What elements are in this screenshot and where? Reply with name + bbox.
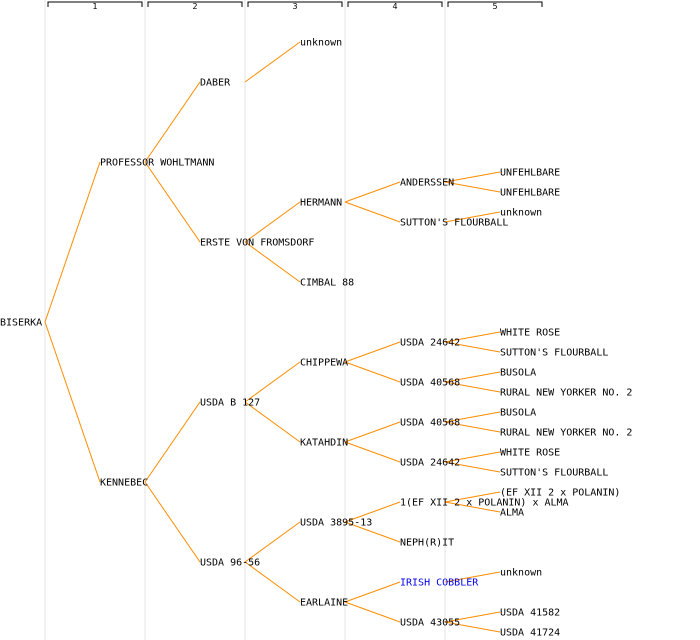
generation-header: 1 (92, 2, 97, 11)
tree-edge (344, 341, 401, 363)
ancestor-label: USDA 41724 (500, 628, 560, 639)
tree-edge (444, 421, 501, 433)
tree-edge (444, 211, 501, 223)
ancestor-label: USDA 3895-13 (300, 518, 372, 529)
tree-edge (444, 501, 501, 513)
ancestor-label: RURAL NEW YORKER NO. 2 (500, 388, 632, 399)
ancestor-label: ANDERSSEN (400, 178, 454, 189)
tree-edge (344, 441, 401, 463)
ancestor-label: unknown (500, 208, 542, 219)
tree-edge (144, 81, 201, 163)
tree-edge (444, 381, 501, 393)
ancestor-label: WHITE ROSE (500, 328, 560, 339)
ancestor-label: ALMA (500, 508, 524, 519)
tree-edge (144, 401, 201, 483)
tree-edges (44, 41, 501, 633)
tree-edge (344, 521, 401, 543)
ancestor-label: USDA 41582 (500, 608, 560, 619)
ancestor-label: 1(EF XII 2 x POLANIN) x ALMA (400, 498, 569, 509)
tree-edge (344, 421, 401, 443)
tree-edge (444, 571, 501, 583)
tree-labels: unknownDABERUNFEHLBAREUNFEHLBAREANDERSSE… (0, 38, 632, 639)
generation-headers: 1 2 3 4 5 (47, 1, 543, 11)
tree-edge (444, 371, 501, 383)
tree-edge (344, 581, 401, 603)
ancestor-label: NEPH(R)IT (400, 538, 454, 549)
ancestor-label: CIMBAL 88 (300, 278, 354, 289)
tree-edge (244, 401, 301, 443)
generation-header: 2 (192, 2, 197, 11)
tree-edge (444, 331, 501, 343)
ancestor-label: unknown (300, 38, 342, 49)
tree-edge (144, 481, 201, 563)
tree-edge (244, 41, 301, 83)
tree-edge (444, 411, 501, 423)
tree-edge (444, 341, 501, 353)
tree-edge (244, 561, 301, 603)
ancestor-label: ERSTE VON FROMSDORF (200, 238, 314, 249)
ancestor-label: BUSOLA (500, 408, 536, 419)
tree-edge (444, 611, 501, 623)
tree-edge (244, 521, 301, 563)
generation-header: 4 (392, 2, 397, 11)
ancestor-label: unknown (500, 568, 542, 579)
ancestor-label: SUTTON'S FLOURBALL (500, 348, 608, 359)
tree-edge (244, 361, 301, 403)
tree-edge (444, 171, 501, 183)
ancestor-label: UNFEHLBARE (500, 188, 560, 199)
ancestor-label: DABER (200, 78, 231, 89)
tree-edge (344, 501, 401, 523)
tree-edge (344, 361, 401, 383)
generation-bracket (147, 1, 243, 7)
tree-edge (444, 491, 501, 503)
ancestor-label: WHITE ROSE (500, 448, 560, 459)
ancestor-label: USDA 24642 (400, 338, 460, 349)
tree-edge (44, 161, 101, 323)
tree-edge (444, 451, 501, 463)
ancestor-label: UNFEHLBARE (500, 168, 560, 179)
tree-edge (344, 201, 401, 223)
generation-header: 5 (492, 2, 497, 11)
ancestor-label: CHIPPEWA (300, 358, 348, 369)
ancestor-label: USDA 96-56 (200, 558, 260, 569)
tree-edge (444, 461, 501, 473)
tree-edge (444, 181, 501, 193)
ancestor-label: KENNEBEC (100, 478, 148, 489)
ancestor-label: (EF XII 2 x POLANIN) (500, 488, 620, 499)
tree-edge (344, 181, 401, 203)
generation-bracket (247, 1, 343, 7)
generation-bracket (47, 1, 143, 7)
generation-bracket (347, 1, 443, 7)
ancestor-label: SUTTON'S FLOURBALL (400, 218, 508, 229)
ancestor-label: USDA 40568 (400, 418, 460, 429)
column-separators (44, 0, 446, 640)
ancestor-label: BISERKA (0, 318, 42, 329)
ancestor-label: EARLAINE (300, 598, 348, 609)
ancestor-label: PROFESSOR WOHLTMANN (100, 158, 214, 169)
tree-edge (244, 241, 301, 283)
ancestor-label: KATAHDIN (300, 438, 348, 449)
ancestor-label: RURAL NEW YORKER NO. 2 (500, 428, 632, 439)
ancestor-label: USDA 24642 (400, 458, 460, 469)
tree-edge (44, 321, 101, 483)
tree-edge (244, 201, 301, 243)
ancestor-label: USDA 40568 (400, 378, 460, 389)
ancestor-link[interactable]: IRISH COBBLER (400, 578, 479, 589)
ancestor-label: SUTTON'S FLOURBALL (500, 468, 608, 479)
ancestor-label: BUSOLA (500, 368, 536, 379)
ancestor-label: HERMANN (300, 198, 342, 209)
ancestor-label: USDA 43055 (400, 618, 460, 629)
tree-edge (344, 601, 401, 623)
tree-edge (444, 621, 501, 633)
ancestor-label: USDA B 127 (200, 398, 260, 409)
tree-edge (144, 161, 201, 243)
generation-bracket (447, 1, 543, 7)
generation-header: 3 (292, 2, 297, 11)
